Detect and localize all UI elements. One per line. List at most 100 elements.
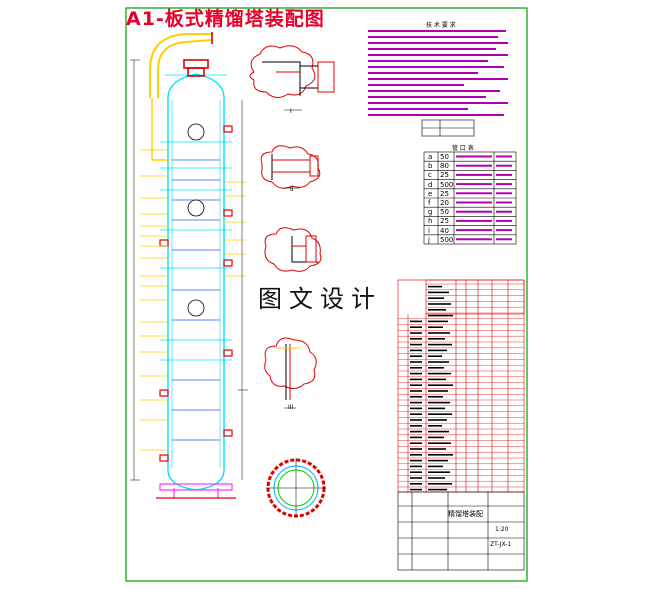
nozzle-mark: g <box>428 208 433 217</box>
parts-row-code <box>410 459 422 462</box>
side-nozzles <box>159 125 233 462</box>
nozzle-spec-bar <box>456 238 492 241</box>
parts-row-code <box>410 390 422 392</box>
nozzle-spec-bar <box>456 164 492 167</box>
nozzle-spec-bar <box>456 219 492 222</box>
nozzle-dn: 25 <box>440 189 449 198</box>
nozzle-purpose-bar <box>496 173 512 176</box>
parts-row-text <box>428 367 444 369</box>
detail-2 <box>260 145 321 189</box>
watermark-text: 图文设计 <box>258 285 382 313</box>
title-block-drawing-no: ZT-JX-1 <box>490 541 512 548</box>
nozzle-purpose-bar <box>496 210 512 213</box>
parts-row-text <box>428 314 453 317</box>
parts-row-code <box>410 436 422 439</box>
parts-row-text <box>428 465 443 468</box>
overhead-pipe <box>149 33 213 98</box>
nozzle-mark: i <box>428 226 430 235</box>
drawing-title: A1-板式精馏塔装配图 <box>126 8 325 30</box>
parts-row-text <box>428 355 442 357</box>
parts-row-code <box>410 425 422 427</box>
nozzle-purpose-bar <box>496 183 512 186</box>
parts-row-code <box>410 384 422 386</box>
detail-1 <box>249 45 335 111</box>
parts-row-text <box>428 396 443 398</box>
nozzle-purpose-bar <box>496 229 512 232</box>
title-block <box>397 491 525 571</box>
parts-row-code <box>410 372 422 375</box>
column-trays <box>172 159 220 441</box>
parts-list-rows <box>398 283 524 491</box>
parts-row-text <box>428 372 451 375</box>
nozzle-mark: f <box>428 199 431 207</box>
parts-row-text <box>428 297 444 299</box>
nozzle-spec-bar <box>456 201 492 204</box>
parts-row-code <box>410 442 422 444</box>
nozzle-mark: d <box>428 180 433 189</box>
nozzle-mark: c <box>428 171 432 180</box>
title-block-name: 精馏塔装配 <box>448 510 483 518</box>
parts-row-code <box>410 378 422 381</box>
parts-row-code <box>410 349 422 352</box>
nozzle-dn: 25 <box>440 217 449 226</box>
parts-row-text <box>428 326 443 328</box>
parts-row-code <box>410 326 422 328</box>
parts-row-code <box>410 465 422 468</box>
parts-row-text <box>428 390 448 392</box>
parts-row-text <box>428 436 444 439</box>
nozzle-purpose-bar <box>496 201 512 204</box>
parts-row-code <box>410 320 422 323</box>
parts-row-text <box>428 338 445 340</box>
drawing-border <box>125 7 528 582</box>
parts-row-code <box>410 419 422 421</box>
parts-row-code <box>410 413 422 415</box>
section-ring <box>266 458 326 518</box>
manholes <box>187 123 205 317</box>
nozzle-mark: h <box>428 217 433 226</box>
parts-row-text <box>428 442 451 444</box>
nozzle-spec-bar <box>456 183 492 186</box>
parts-row-text <box>428 332 450 334</box>
parts-row-code <box>410 448 422 450</box>
design-data-table <box>421 119 475 137</box>
parts-row-code <box>410 483 422 485</box>
detail-iii-label: III <box>288 404 294 411</box>
parts-row-code <box>410 454 422 456</box>
parts-row-text <box>428 459 448 462</box>
parts-row-code <box>410 361 422 363</box>
parts-row-code <box>410 332 422 334</box>
parts-row-code <box>410 477 422 479</box>
parts-row-text <box>428 471 450 473</box>
parts-row-text <box>428 483 452 485</box>
parts-row-text <box>428 401 450 404</box>
parts-row-text <box>428 430 449 433</box>
tech-requirements-text <box>368 30 508 116</box>
detail-4 <box>264 337 317 409</box>
detail-3 <box>264 227 322 272</box>
parts-row-code <box>410 338 422 340</box>
nozzle-purpose-bar <box>496 155 512 158</box>
nozzle-mark: b <box>428 162 433 171</box>
parts-row-code <box>410 471 422 473</box>
parts-row-text <box>428 454 453 456</box>
nozzle-table-grid <box>423 151 517 245</box>
leader-lines <box>140 149 246 451</box>
nozzle-dn: 40 <box>440 226 449 235</box>
parts-row-text <box>428 349 447 352</box>
nozzle-spec-bar <box>456 192 492 195</box>
parts-row-text <box>428 407 445 410</box>
nozzle-dn: 500 <box>440 180 454 189</box>
nozzle-mark: a <box>428 153 433 161</box>
nozzle-table-heading: 管 口 表 <box>452 145 474 152</box>
parts-row-code <box>410 367 422 369</box>
title-block-scale: 1:20 <box>495 526 509 533</box>
parts-row-code <box>410 355 422 357</box>
parts-row-text <box>428 477 445 479</box>
dimension-lines <box>130 59 248 481</box>
nozzle-purpose-bar <box>496 238 512 241</box>
parts-row-text <box>428 419 447 421</box>
parts-row-code <box>410 401 422 404</box>
parts-row-text <box>428 448 446 450</box>
